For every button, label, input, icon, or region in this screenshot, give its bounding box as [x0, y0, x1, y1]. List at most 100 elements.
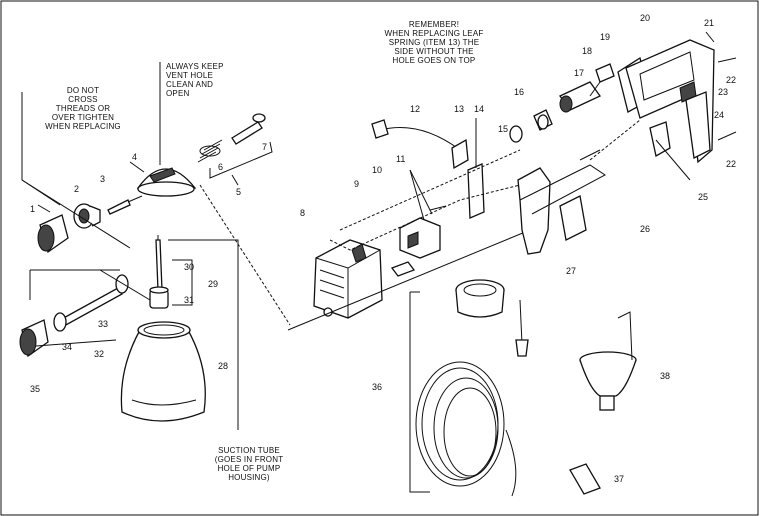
part-14-bracket [467, 118, 485, 219]
callout-22-bottom: 22 [726, 159, 736, 169]
callout-labels: 1 2 3 4 5 6 7 8 9 10 11 12 13 14 15 16 1… [30, 13, 736, 484]
note-threads-line-1: DO NOT [66, 86, 100, 95]
callout-11: 11 [396, 154, 405, 164]
part-17-fluid-nozzle [559, 81, 601, 113]
part-33-rod [59, 274, 129, 327]
part-12-power-cord [371, 119, 461, 151]
part-31-filter [149, 286, 169, 309]
note-spring: REMEMBER! WHEN REPLACING LEAF SPRING (IT… [364, 20, 504, 65]
callout-12: 12 [410, 104, 420, 114]
part-10-bracket [399, 217, 441, 259]
part-11-pins [409, 169, 447, 221]
note-threads-line-5: WHEN REPLACING [45, 122, 121, 131]
part-24-handle-grip [685, 91, 711, 159]
part-13-leaf-spring [451, 138, 469, 170]
note-suction-line-3: HOLE OF PUMP [217, 464, 281, 473]
part-36-hose-assembly [409, 279, 529, 497]
note-suction-line-1: SUCTION TUBE [218, 446, 280, 455]
note-threads-line-4: OVER TIGHTEN [51, 113, 115, 122]
part-7-piston [231, 113, 266, 145]
note-suction-line-2: (GOES IN FRONT [214, 455, 284, 464]
callout-7: 7 [262, 142, 267, 152]
note-spring-line-3: SPRING (ITEM 13) THE [388, 38, 480, 47]
part-21-pin [705, 31, 715, 43]
callout-1: 1 [30, 204, 35, 214]
callout-4: 4 [132, 152, 137, 162]
part-22-screw-bottom [717, 131, 737, 141]
part-1-nozzle-cap [37, 204, 69, 254]
callout-24: 24 [714, 110, 724, 120]
note-suction: SUCTION TUBE (GOES IN FRONT HOLE OF PUMP… [204, 446, 294, 482]
callout-13: 13 [454, 104, 464, 114]
note-vent-line-1: ALWAYS KEEP [166, 62, 224, 71]
part-27-gun-front [517, 119, 641, 255]
callout-32: 32 [94, 349, 104, 359]
callout-28: 28 [218, 361, 228, 371]
bracket-5 [209, 141, 273, 179]
part-15-ring [509, 125, 523, 143]
callout-8: 8 [300, 208, 305, 218]
callout-6: 6 [218, 162, 223, 172]
part-30-suction-tube [155, 235, 163, 291]
part-22-screw-top [717, 57, 737, 63]
callout-30: 30 [184, 262, 194, 272]
callout-16: 16 [514, 87, 524, 97]
part-6-spring [197, 139, 223, 163]
callout-3: 3 [100, 174, 105, 184]
part-8-pump-housing [313, 239, 383, 319]
part-38-funnel [579, 311, 637, 411]
suction-leader [168, 239, 239, 430]
callout-26: 26 [640, 224, 650, 234]
note-spring-line-2: WHEN REPLACING LEAF [384, 29, 484, 38]
part-4-container-lid [129, 62, 197, 197]
part-26-screw [579, 149, 601, 161]
callout-2: 2 [74, 184, 79, 194]
callout-22-top: 22 [726, 75, 736, 85]
callout-5: 5 [236, 187, 241, 197]
callout-10: 10 [372, 165, 382, 175]
callout-31: 31 [184, 295, 194, 305]
part-2-nozzle-tip [73, 203, 101, 229]
callout-14: 14 [474, 104, 484, 114]
callout-37: 37 [614, 474, 624, 484]
callout-18: 18 [582, 46, 592, 56]
part-3-needle [107, 195, 143, 215]
callout-27: 27 [566, 266, 576, 276]
callout-15: 15 [498, 124, 508, 134]
callout-21: 21 [704, 18, 714, 28]
callout-23: 23 [718, 87, 728, 97]
bracket-29 [172, 259, 193, 306]
note-threads-line-3: THREADS OR [55, 104, 111, 113]
part-28-container-jar [120, 321, 206, 422]
callout-35: 35 [30, 384, 40, 394]
note-suction-line-4: HOUSING) [228, 473, 270, 482]
callout-19: 19 [600, 32, 610, 42]
callout-36: 36 [372, 382, 382, 392]
note-spring-line-4: SIDE WITHOUT THE [394, 47, 474, 56]
note-vent: ALWAYS KEEP VENT HOLE CLEAN AND OPEN [166, 62, 256, 98]
note-vent-line-4: OPEN [166, 89, 190, 98]
note-threads: DO NOT CROSS THREADS OR OVER TIGHTEN WHE… [28, 86, 138, 131]
callout-17: 17 [574, 68, 584, 78]
part-35-tip-assembly [19, 319, 49, 358]
callout-33: 33 [98, 319, 108, 329]
note-vent-line-3: CLEAN AND [166, 80, 214, 89]
part-34-washer [53, 312, 67, 332]
note-vent-line-2: VENT HOLE [166, 71, 213, 80]
part-16-valve [533, 109, 553, 131]
callout-9: 9 [354, 179, 359, 189]
callout-34: 34 [62, 342, 72, 352]
note-threads-line-2: CROSS [68, 95, 98, 104]
part-37-clip [569, 463, 601, 495]
callout-25: 25 [698, 192, 708, 202]
note-spring-line-5: HOLE GOES ON TOP [392, 56, 476, 65]
callout-38: 38 [660, 371, 670, 381]
callout-20: 20 [640, 13, 650, 23]
part-9-coil [390, 261, 416, 277]
note-spring-line-1: REMEMBER! [408, 20, 460, 29]
part-18-adjuster [589, 63, 615, 97]
callout-29: 29 [208, 279, 218, 289]
part-25-trigger [649, 121, 691, 181]
